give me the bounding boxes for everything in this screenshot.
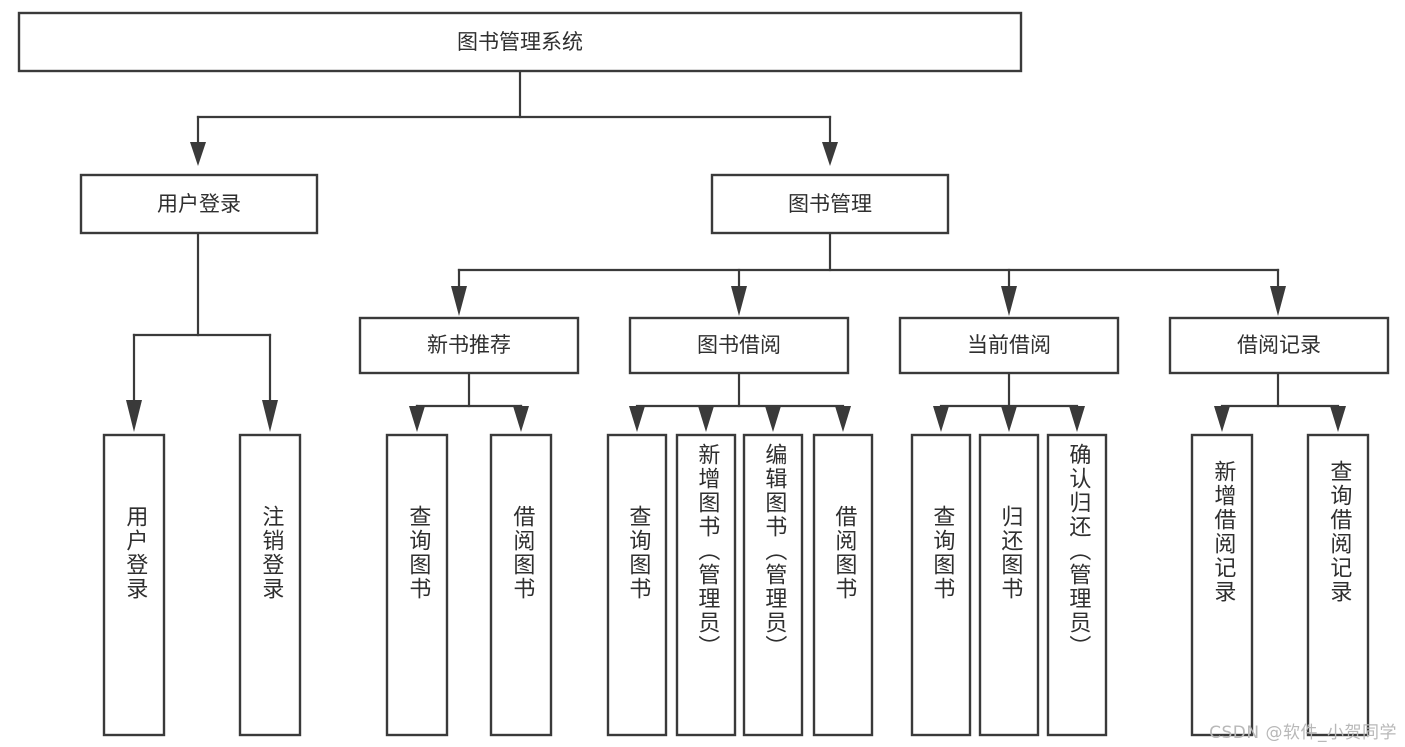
arrow-to-leaf-query-record — [1330, 406, 1346, 432]
leaf-box-query-record[interactable] — [1306, 433, 1370, 737]
leaf-box-query-book-2[interactable] — [606, 433, 668, 737]
node-box-user-login[interactable] — [79, 173, 319, 235]
connector-group-new-book-recommend — [409, 371, 529, 432]
csdn-watermark: CSDN @软件_小贺同学 — [1209, 723, 1397, 743]
arrow-to-leaf-add-book — [698, 406, 714, 432]
node-label-root: 图书管理系统 — [457, 30, 583, 54]
arrow-to-leaf-logout — [262, 400, 278, 432]
leaf-box-return-book[interactable] — [978, 433, 1040, 737]
node-box-book-manage[interactable] — [710, 173, 950, 235]
arrow-to-leaf-borrow-book-1 — [513, 406, 529, 432]
node-label-borrow-record: 借阅记录 — [1237, 333, 1321, 357]
leaf-box-borrow-book-2[interactable] — [812, 433, 874, 737]
connector-group-borrow-record — [1214, 371, 1346, 432]
node-label-book-manage: 图书管理 — [788, 192, 872, 216]
leaf-box-borrow-book-1[interactable] — [489, 433, 553, 737]
node-box-borrow-record[interactable] — [1168, 316, 1390, 375]
leaf-box-edit-book[interactable] — [742, 433, 804, 737]
connector-group-root — [190, 69, 838, 166]
connector-group-current-borrow — [933, 371, 1085, 432]
arrow-to-user-login — [190, 142, 206, 166]
node-box-current-borrow[interactable] — [898, 316, 1120, 375]
arrow-to-leaf-confirm-return — [1069, 406, 1085, 432]
arrow-to-leaf-query-book-3 — [933, 406, 949, 432]
leaf-box-query-book-1[interactable] — [385, 433, 449, 737]
node-box-book-borrow[interactable] — [628, 316, 850, 375]
arrow-to-leaf-query-book-2 — [629, 406, 645, 432]
arrow-to-leaf-add-record — [1214, 406, 1230, 432]
arrow-to-borrow-record — [1270, 286, 1286, 316]
connector-group-book-manage — [451, 231, 1286, 316]
leaf-box-confirm-return[interactable] — [1046, 433, 1108, 737]
node-label-user-login: 用户登录 — [157, 192, 241, 216]
node-label-current-borrow: 当前借阅 — [967, 333, 1051, 357]
node-box-new-book-recommend[interactable] — [358, 316, 580, 375]
leaf-box-user-login[interactable] — [102, 433, 166, 737]
arrow-to-leaf-return-book — [1001, 406, 1017, 432]
arrow-to-leaf-query-book-1 — [409, 406, 425, 432]
node-label-book-borrow: 图书借阅 — [697, 333, 781, 357]
arrow-to-new-book-recommend — [451, 286, 467, 316]
arrow-to-book-manage — [822, 142, 838, 166]
arrow-to-book-borrow — [731, 286, 747, 316]
arrow-to-current-borrow — [1001, 286, 1017, 316]
arrow-to-leaf-edit-book — [765, 406, 781, 432]
node-label-new-book-recommend: 新书推荐 — [427, 333, 511, 357]
node-box-root[interactable] — [17, 11, 1023, 73]
arrow-to-leaf-user-login — [126, 400, 142, 432]
leaf-box-add-book[interactable] — [675, 433, 737, 737]
arrow-to-leaf-borrow-book-2 — [835, 406, 851, 432]
connector-group-book-borrow — [629, 371, 851, 432]
leaf-box-add-record[interactable] — [1190, 433, 1254, 737]
leaf-box-query-book-3[interactable] — [910, 433, 972, 737]
leaf-box-logout[interactable] — [238, 433, 302, 737]
connector-group-user-login — [126, 231, 278, 432]
